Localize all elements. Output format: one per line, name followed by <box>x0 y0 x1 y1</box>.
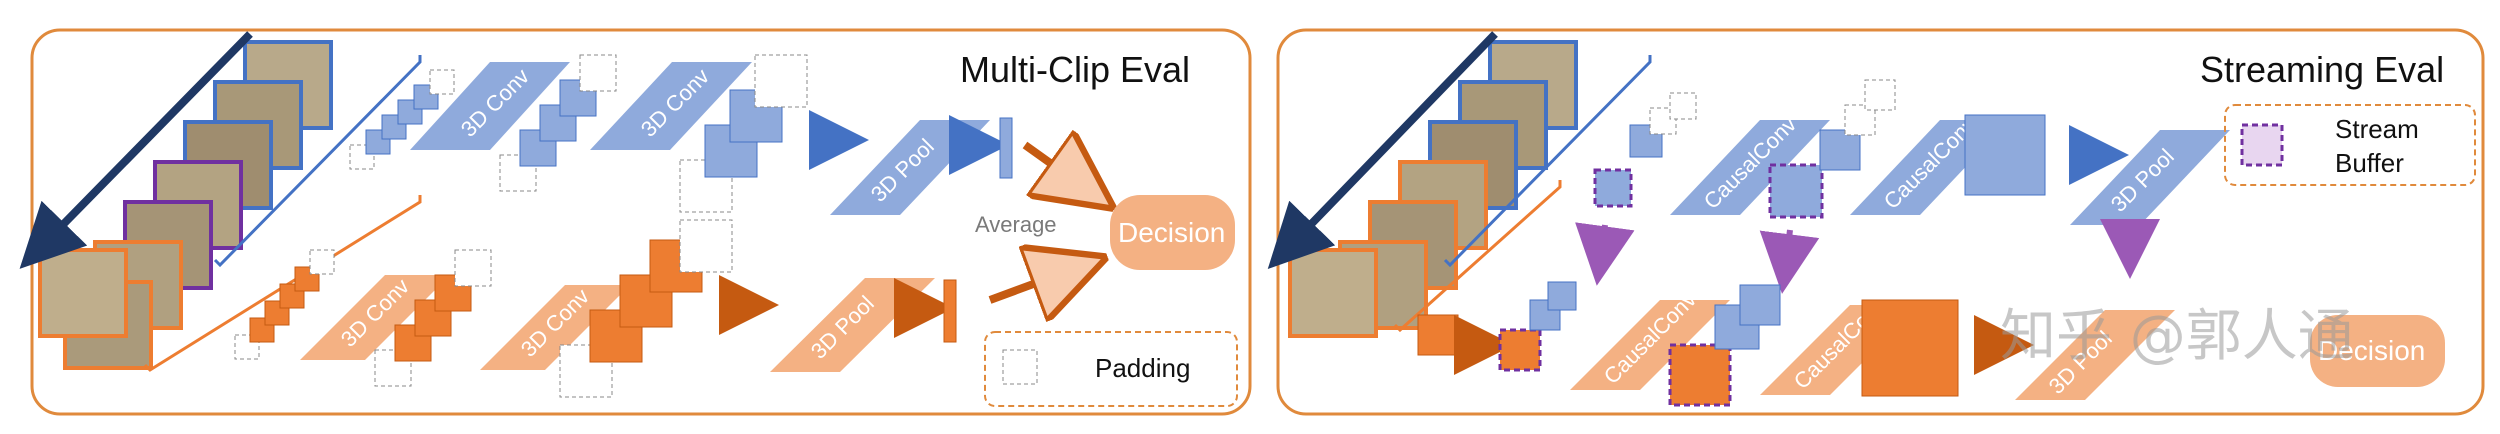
video-frames <box>19 31 333 370</box>
orange-feature-cubes-1 <box>234 249 335 360</box>
watermark: 知乎 @郭人通 <box>2000 304 2354 369</box>
decision-box-left: Decision <box>1110 195 1235 270</box>
orange-causal-cubes-1 <box>1498 281 1577 372</box>
orange-feature-cubes-3 <box>559 219 733 398</box>
svg-text:Padding: Padding <box>1095 353 1190 383</box>
orange-causal-cubes-2 <box>1668 284 1781 407</box>
average-label: Average <box>975 212 1057 237</box>
panel-title: Streaming Eval <box>2200 49 2444 90</box>
decision-box-right: Decision <box>2310 315 2445 387</box>
svg-text:Decision: Decision <box>2318 335 2425 366</box>
svg-text:Decision: Decision <box>1118 217 1225 248</box>
padding-legend: Padding <box>984 331 1238 407</box>
clip-bracket-blue <box>213 55 422 268</box>
svg-text:Stream: Stream <box>2335 114 2419 144</box>
arrow-average-bottom <box>988 265 1085 300</box>
blue-feature-cubes-2 <box>499 54 617 192</box>
blue-feature-cubes-1 <box>349 69 455 170</box>
left-panel: Multi-Clip Eval 3D Conv <box>19 28 1252 416</box>
arrow-average-top <box>1022 145 1095 195</box>
panel-title: Multi-Clip Eval <box>960 49 1190 90</box>
label-pool-a: 3D Pool <box>2070 130 2230 225</box>
stream-buffer-legend: Stream Buffer <box>2224 104 2476 186</box>
blue-feature-cube <box>1964 114 2046 196</box>
right-panel: Streaming Eval CausalConv <box>1267 28 2485 416</box>
clip-bracket-orange <box>1393 180 1562 333</box>
pooled-vector-orange <box>943 279 957 343</box>
clip-bracket-blue <box>1443 55 1652 268</box>
orange-feature-cubes-2 <box>374 249 492 387</box>
buffer-arrow-2 <box>1759 229 1820 294</box>
blue-feature-cubes-3 <box>679 54 808 213</box>
orange-input-cube <box>1417 314 1459 356</box>
pooled-vector-blue <box>999 117 1013 179</box>
buffer-arrow-1 <box>1575 222 1635 286</box>
blue-causal-cubes-1 <box>1593 92 1697 208</box>
video-frames <box>1267 31 1578 338</box>
svg-text:Buffer: Buffer <box>2335 148 2404 178</box>
blue-causal-cubes-2 <box>1768 79 1896 219</box>
orange-feature-cube <box>1861 299 1959 397</box>
